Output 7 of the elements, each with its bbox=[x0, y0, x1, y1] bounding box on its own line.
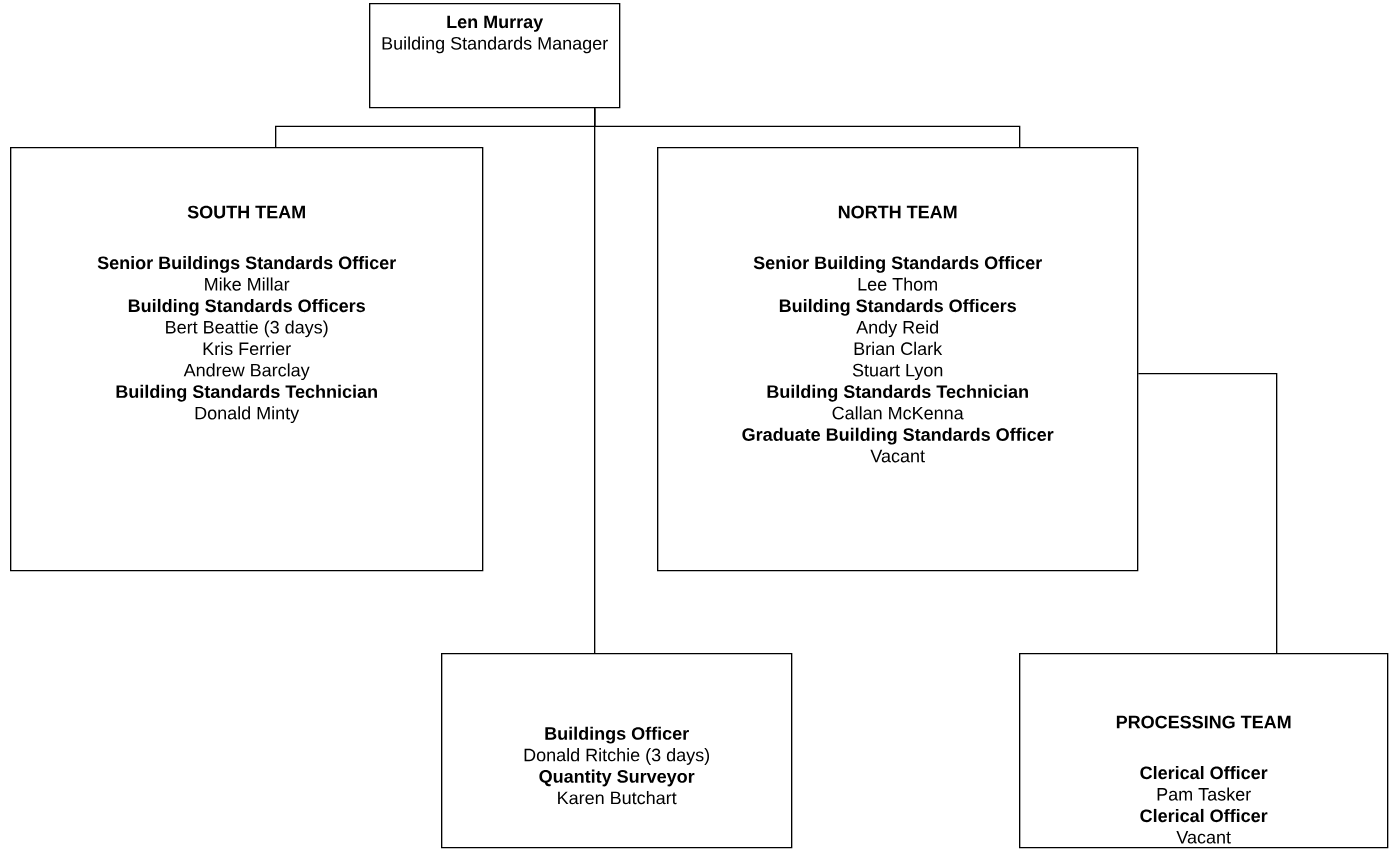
org-box: Buildings Officer Donald Ritchie (3 days) Quantity Surveyor Karen Butchart bbox=[441, 653, 793, 849]
org-box: SOUTH TEAM Senior Buildings Standards Officer Mike Millar Building Standards Officers Bert Beattie (3 days) Kris Ferrier Andrew Barclay Building Standards Technician Donald Minty bbox=[10, 147, 484, 572]
connector-line bbox=[1137, 373, 1278, 654]
connector-line bbox=[594, 107, 596, 654]
org-box: Len Murray Building Standards Manager bbox=[369, 3, 621, 109]
org-box: PROCESSING TEAM Clerical Officer Pam Tasker Clerical Officer Vacant bbox=[1019, 653, 1389, 849]
org-box: NORTH TEAM Senior Building Standards Officer Lee Thom Building Standards Officers Andy Reid Brian Clark Stuart Lyon Building Standards Technician Callan McKenna Graduate Building Standards Officer Vacant bbox=[657, 147, 1139, 572]
